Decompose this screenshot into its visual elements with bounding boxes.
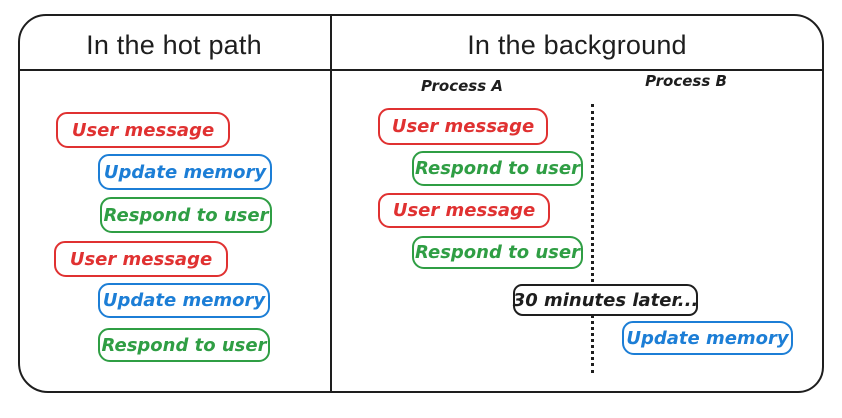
process-boundary-dotted-line bbox=[591, 104, 594, 373]
header-separator-line bbox=[18, 69, 824, 71]
hot-path-panel-title: In the hot path bbox=[86, 30, 262, 60]
background-panel-title: In the background bbox=[467, 30, 687, 60]
background-box-respond-to-user-1: Respond to user bbox=[412, 151, 583, 186]
hotpath-box-user-message-2: User message bbox=[54, 241, 228, 277]
hotpath-box-update-memory-1: Update memory bbox=[98, 154, 272, 190]
hotpath-box-update-memory-2: Update memory bbox=[98, 283, 270, 318]
panel-divider-line bbox=[330, 15, 332, 393]
process-b-label: Process B bbox=[645, 72, 727, 90]
hotpath-box-user-message-1: User message bbox=[56, 112, 230, 148]
background-box-respond-to-user-2: Respond to user bbox=[412, 236, 583, 269]
timer-box-30-minutes-later: 30 minutes later... bbox=[513, 284, 698, 316]
background-box-update-memory: Update memory bbox=[622, 321, 793, 355]
hotpath-box-respond-to-user-2: Respond to user bbox=[98, 328, 270, 362]
hotpath-box-respond-to-user-1: Respond to user bbox=[100, 197, 272, 233]
process-a-label: Process A bbox=[421, 77, 503, 95]
background-box-user-message-2: User message bbox=[378, 193, 550, 228]
background-box-user-message-1: User message bbox=[378, 108, 548, 145]
